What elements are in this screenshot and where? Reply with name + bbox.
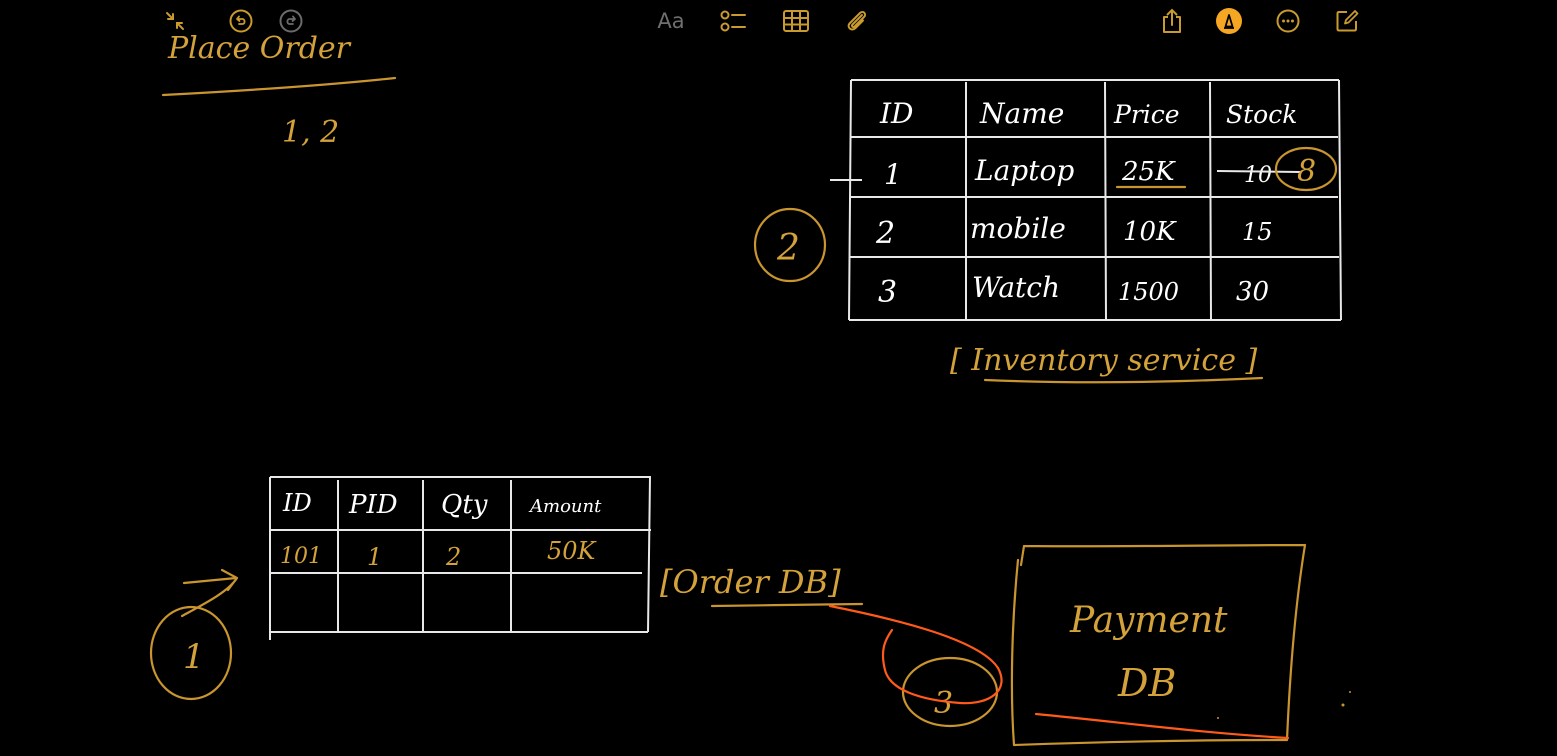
step-marker-3: 3 xyxy=(934,686,953,721)
step-marker-2: 2 xyxy=(776,228,800,269)
inventory-cell: Laptop xyxy=(974,154,1074,187)
order-row-lines xyxy=(270,476,651,633)
undo-icon xyxy=(229,9,253,33)
inventory-row-lines xyxy=(849,79,1341,321)
attachment-button[interactable] xyxy=(841,6,871,36)
inventory-cell: 1 xyxy=(884,158,902,191)
order-cell: 2 xyxy=(445,543,461,571)
order-header-qty: Qty xyxy=(441,490,488,520)
inventory-cell: 30 xyxy=(1236,277,1269,307)
format-button[interactable]: Aa xyxy=(654,6,688,36)
order-header-id: ID xyxy=(282,489,312,517)
stray-dot xyxy=(1341,703,1345,707)
order-label-underline xyxy=(710,602,864,608)
share-button[interactable] xyxy=(1157,6,1187,36)
order-header-amount: Amount xyxy=(528,496,602,517)
inventory-cell: Watch xyxy=(972,271,1060,304)
redo-button[interactable] xyxy=(276,6,306,36)
orange-loop-stroke xyxy=(828,604,1003,705)
order-db-label: [Order DB] xyxy=(660,563,841,601)
more-icon xyxy=(1276,9,1300,33)
collapse-button[interactable] xyxy=(160,6,190,36)
top-left-note: Place Order 1, 2 xyxy=(161,31,397,150)
inventory-table: ID Name Price Stock 1 Laptop 25K 10 8 2 … xyxy=(753,79,1342,384)
stock-correction: 8 xyxy=(1297,154,1316,189)
format-icon: Aa xyxy=(657,9,685,33)
redo-icon xyxy=(279,9,303,33)
inventory-cell: 2 xyxy=(875,216,895,251)
orange-underline-stroke xyxy=(1034,712,1290,740)
inventory-cell: 10K xyxy=(1123,217,1177,247)
step-marker-circle xyxy=(149,605,233,701)
inventory-cell: 10 xyxy=(1244,163,1272,188)
inventory-header-stock: Stock xyxy=(1226,100,1297,129)
stray-dot xyxy=(1217,717,1219,719)
notes-toolbar: Aa xyxy=(0,0,1557,42)
place-order-values: 1, 2 xyxy=(282,115,339,150)
inventory-cell: 3 xyxy=(878,275,897,310)
inventory-service-label: [ Inventory service ] xyxy=(950,343,1258,378)
order-cell: 101 xyxy=(280,544,322,569)
inventory-header-price: Price xyxy=(1113,100,1180,129)
more-button[interactable] xyxy=(1273,6,1303,36)
stock-strikethrough xyxy=(1216,170,1301,173)
place-order-heading: Place Order xyxy=(167,31,352,66)
compose-button[interactable] xyxy=(1332,6,1362,36)
collapse-icon xyxy=(166,12,184,30)
payment-db-box: Payment DB 3 xyxy=(901,543,1307,747)
inventory-cell: 1500 xyxy=(1118,278,1179,306)
payment-box-outline xyxy=(1010,543,1307,747)
share-icon xyxy=(1163,8,1181,33)
payment-line1: Payment xyxy=(1069,600,1228,641)
inventory-label-underline xyxy=(983,376,1264,384)
order-column-lines xyxy=(269,476,651,640)
order-header-pid: PID xyxy=(348,490,398,520)
compose-icon xyxy=(1336,10,1359,32)
orange-annotations xyxy=(828,604,1290,740)
inventory-cell: 25K xyxy=(1121,157,1176,187)
inventory-header-id: ID xyxy=(879,97,914,130)
heading-underline xyxy=(161,76,397,97)
stray-dot xyxy=(1349,691,1351,693)
step-marker-circle xyxy=(753,207,827,283)
checklist-button[interactable] xyxy=(718,6,748,36)
checklist-icon xyxy=(720,10,746,32)
stock-correction-circle xyxy=(1274,146,1338,192)
attachment-icon xyxy=(847,10,867,31)
order-cell: 50K xyxy=(547,537,598,565)
order-table: ID PID Qty Amount 101 1 2 50K [Order DB]… xyxy=(149,476,864,701)
markup-pen-icon xyxy=(1216,8,1242,34)
inventory-column-lines xyxy=(848,79,1342,321)
inventory-header-name: Name xyxy=(979,97,1064,130)
table-button[interactable] xyxy=(781,6,811,36)
inventory-cell: 15 xyxy=(1242,218,1273,246)
order-arrow xyxy=(180,568,239,618)
step-marker-1: 1 xyxy=(183,637,205,677)
markup-pen-button[interactable] xyxy=(1214,6,1244,36)
payment-line2: DB xyxy=(1117,661,1176,705)
stray-marks xyxy=(1217,691,1351,719)
order-cell: 1 xyxy=(367,543,382,571)
table-icon xyxy=(783,10,809,32)
undo-button[interactable] xyxy=(226,6,256,36)
inventory-cell: mobile xyxy=(970,212,1066,245)
